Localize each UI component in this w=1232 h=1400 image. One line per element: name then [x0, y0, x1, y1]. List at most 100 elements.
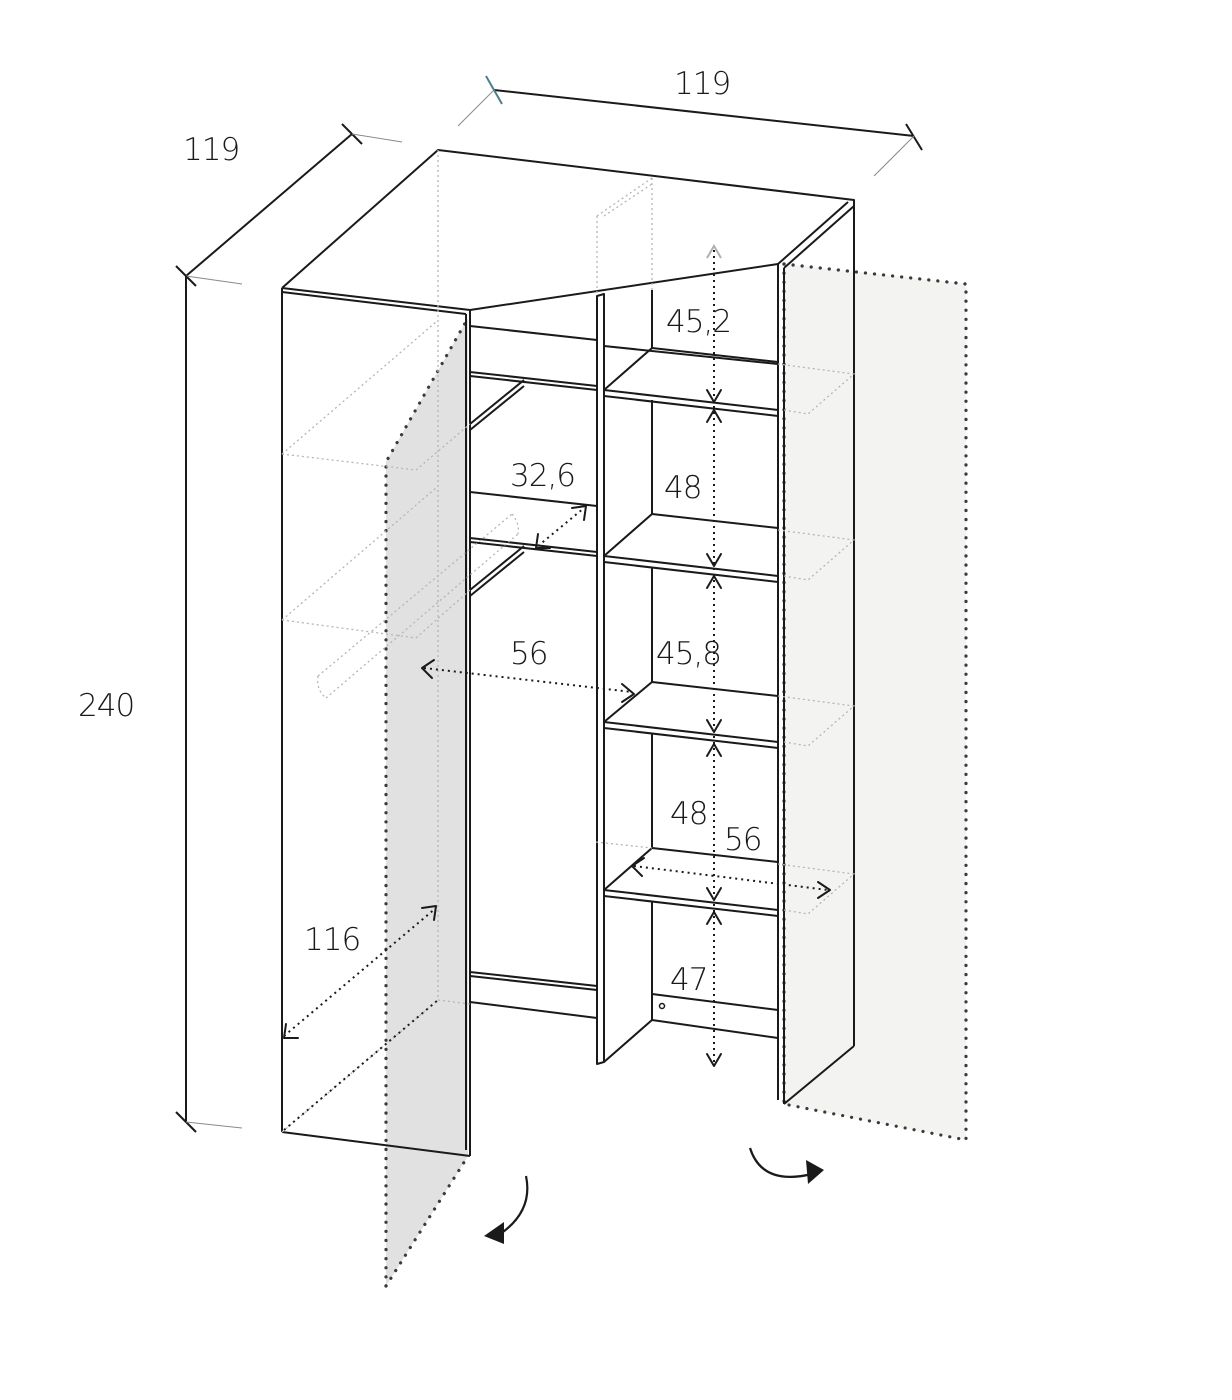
compartment-4-height-label: 48	[670, 796, 707, 832]
top-panel-outline	[281, 149, 855, 1046]
left-shelf1-side-2	[469, 385, 525, 431]
width-extension-line-2	[873, 135, 915, 177]
right-shelf4-hidden-left	[595, 841, 653, 849]
left-shelf2-front	[469, 537, 598, 553]
rail-width-label: 56	[510, 636, 547, 672]
left-shelf2-hidden-left	[281, 487, 437, 621]
right-shelf2-front	[603, 555, 779, 577]
right-door-swing-arrowhead-icon	[806, 1160, 824, 1184]
width-tick-end	[905, 123, 923, 151]
top-front-right-edge	[777, 201, 849, 265]
width-extension-line	[457, 89, 495, 127]
arrow-icon	[421, 659, 435, 679]
left-bottom-front-2	[469, 975, 598, 991]
left-door-bottom-edge	[384, 1154, 470, 1288]
rail-width-dimension	[423, 667, 633, 693]
left-shelf1-hidden-right	[415, 423, 471, 471]
compartment-3-height-label: 45,8	[656, 636, 721, 672]
shelf-width-label: 56	[724, 822, 761, 858]
right-shelf3-side	[603, 681, 653, 723]
arrow-icon	[621, 683, 635, 703]
left-door-panel	[386, 318, 468, 1286]
left-side-bottom-edge	[281, 1131, 471, 1157]
left-shelf2-front-2	[469, 541, 598, 557]
top-front-right-edge-inner	[783, 205, 855, 269]
right-shelf4-front-2	[603, 895, 779, 917]
bottom-rail-bottom	[651, 1019, 779, 1039]
depth-extension-line	[351, 133, 403, 143]
shelf-width-dimension	[633, 865, 829, 891]
right-shelf2-front-2	[603, 561, 779, 583]
left-door-swing-arrowhead-icon	[484, 1222, 504, 1244]
right-shelf4-back	[651, 847, 779, 863]
left-shelf1-front	[469, 371, 598, 387]
right-shelf0-back	[603, 345, 779, 365]
height-extension-line	[185, 1121, 243, 1129]
compartment-1-height-label: 45,2	[666, 304, 731, 340]
back-bottom-hidden-left	[281, 999, 439, 1133]
right-shelf1-back	[651, 347, 779, 363]
corner-depth-label: 32,6	[510, 458, 575, 494]
right-shelf4-front	[603, 889, 779, 911]
depth-label: 119	[183, 132, 239, 168]
right-shelf1-front	[603, 389, 779, 411]
arrow-icon	[421, 905, 437, 921]
corner-depth-dimension	[537, 507, 585, 547]
arrow-icon	[706, 719, 722, 733]
arrow-icon	[706, 887, 722, 901]
left-door-outline	[384, 316, 470, 1288]
arrow-icon	[706, 1053, 722, 1067]
vertical-arrow-top-icon	[706, 244, 722, 259]
top-diagonal-front-edge	[469, 263, 779, 311]
arrow-icon	[706, 389, 722, 403]
right-door-panel	[784, 264, 966, 1140]
right-door-outline	[782, 262, 968, 1142]
right-door-swing-arrow-icon	[748, 1147, 813, 1178]
door-diagonal-label: 116	[304, 922, 360, 958]
arrow-icon	[706, 911, 722, 925]
width-dimension-line	[493, 89, 915, 137]
arrow-icon	[706, 409, 722, 423]
bottom-rail-screw-icon	[658, 1002, 666, 1010]
top-front-left-edge-inner	[281, 291, 467, 315]
left-top-shelf-back	[469, 325, 598, 341]
right-shelf3-front	[603, 721, 779, 743]
right-shelf1-front-2	[603, 395, 779, 417]
left-plinth	[469, 1001, 598, 1019]
compartment-2-height-label: 48	[664, 470, 701, 506]
arrow-icon	[706, 553, 722, 567]
height-label: 240	[78, 688, 134, 724]
depth-extension-line-2	[185, 275, 243, 285]
arrow-icon	[571, 505, 587, 521]
right-shelf3-front-2	[603, 727, 779, 749]
left-shelf2-side	[469, 545, 525, 591]
left-shelf2-hidden-right	[415, 589, 471, 639]
compartment-5-height-label: 47	[670, 962, 707, 998]
depth-dimension-line	[185, 133, 353, 277]
right-side-bottom-edge	[783, 1045, 855, 1105]
left-shelf1-side	[469, 379, 525, 425]
arrow-icon	[706, 743, 722, 757]
width-label: 119	[674, 66, 730, 102]
center-divider-bottom-edge	[603, 1019, 653, 1063]
left-shelf1-hidden-left	[281, 321, 437, 455]
right-shelf2-side	[603, 513, 653, 557]
center-divider-hidden-top-2	[603, 183, 653, 217]
hanging-rail	[317, 513, 520, 699]
top-front-left-edge	[281, 287, 471, 311]
arrow-icon	[283, 1023, 299, 1039]
left-shelf2-back	[469, 491, 598, 507]
arrow-icon	[535, 533, 551, 549]
right-shelf4-side	[603, 847, 653, 891]
right-shelf1-side	[603, 347, 653, 391]
arrow-icon	[631, 857, 645, 877]
left-shelf1-front-2	[469, 375, 598, 391]
left-shelf2-side-2	[469, 551, 525, 597]
center-divider-hidden-top	[596, 177, 653, 217]
arrow-icon	[817, 881, 831, 899]
back-bottom-hidden-right	[437, 999, 471, 1005]
arrow-icon	[706, 575, 722, 589]
left-bottom-front	[469, 971, 598, 987]
center-divider-front	[596, 293, 605, 1065]
